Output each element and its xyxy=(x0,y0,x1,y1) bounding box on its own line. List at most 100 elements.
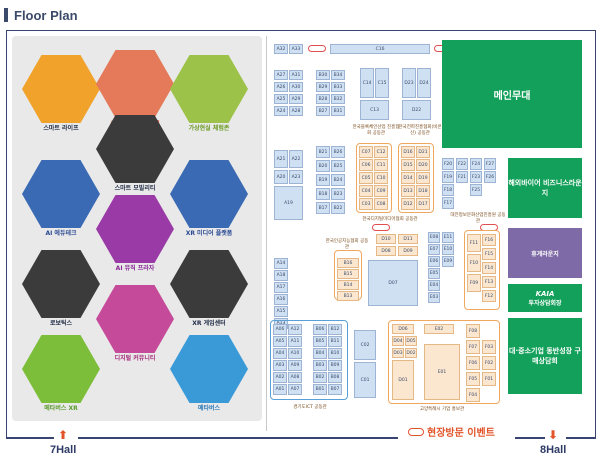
booth[interactable]: A32 xyxy=(274,44,288,54)
booth[interactable]: B09 xyxy=(328,360,342,371)
booth[interactable]: C11 xyxy=(374,159,388,171)
booth[interactable]: D10 xyxy=(376,234,396,244)
booth[interactable]: A15 xyxy=(274,306,288,317)
booth[interactable]: D23 xyxy=(402,68,416,98)
booth[interactable]: B02 xyxy=(313,372,327,383)
booth[interactable]: D11 xyxy=(398,234,418,244)
booth[interactable]: A07 xyxy=(288,384,302,395)
booth[interactable]: D05 xyxy=(405,336,417,346)
booth[interactable]: B14 xyxy=(337,280,359,290)
booth[interactable]: F08 xyxy=(466,324,480,338)
booth[interactable]: A02 xyxy=(273,372,287,383)
onsite-event-label[interactable]: 현장방문 이벤트 xyxy=(408,424,495,439)
booth[interactable]: E01 xyxy=(424,344,460,400)
booth[interactable]: E10 xyxy=(442,244,454,255)
zone-hex[interactable] xyxy=(170,335,248,403)
booth[interactable]: A14 xyxy=(274,258,288,269)
zone-hex[interactable] xyxy=(22,250,100,318)
main-stage-block[interactable]: 메인무대 xyxy=(442,40,582,148)
booth[interactable]: F04 xyxy=(466,388,480,402)
booth[interactable]: A09 xyxy=(288,360,302,371)
booth[interactable]: D08 xyxy=(376,246,396,256)
booth[interactable]: F07 xyxy=(466,340,480,354)
booth[interactable]: B03 xyxy=(313,360,327,371)
booth[interactable]: B24 xyxy=(331,174,345,186)
zone-hex[interactable] xyxy=(22,55,100,123)
booth[interactable]: C01 xyxy=(354,362,376,398)
booth[interactable]: B33 xyxy=(331,82,345,92)
buyer-lounge-block[interactable]: 해외바이어 비즈니스라운지 xyxy=(508,158,582,218)
booth[interactable]: A08 xyxy=(288,372,302,383)
booth[interactable]: D20 xyxy=(416,159,430,171)
booth[interactable]: F03 xyxy=(482,340,496,354)
booth[interactable]: F15 xyxy=(482,248,496,260)
booth[interactable]: B26 xyxy=(331,146,345,158)
booth[interactable]: B18 xyxy=(316,188,330,200)
booth[interactable]: F14 xyxy=(482,262,496,274)
booth[interactable]: A23 xyxy=(289,170,303,184)
booth[interactable]: A33 xyxy=(289,44,303,54)
booth[interactable]: E03 xyxy=(428,292,440,303)
booth[interactable]: E09 xyxy=(442,256,454,267)
booth[interactable]: C04 xyxy=(359,185,373,197)
booth[interactable]: F11 xyxy=(467,234,481,252)
booth[interactable]: B32 xyxy=(331,94,345,104)
booth[interactable]: B31 xyxy=(331,106,345,116)
booth[interactable]: C07 xyxy=(359,146,373,158)
booth[interactable]: B10 xyxy=(328,348,342,359)
booth[interactable]: A21 xyxy=(274,150,288,168)
booth[interactable]: B16 xyxy=(337,258,359,268)
booth[interactable]: F01 xyxy=(482,372,496,386)
booth[interactable]: B06 xyxy=(313,324,327,335)
booth[interactable]: F20 xyxy=(442,158,454,170)
booth[interactable]: E04 xyxy=(428,280,440,291)
booth[interactable]: F27 xyxy=(484,158,496,170)
booth[interactable]: B34 xyxy=(331,70,345,80)
booth[interactable]: F02 xyxy=(482,356,496,370)
booth[interactable]: B25 xyxy=(331,160,345,172)
booth[interactable]: B11 xyxy=(328,336,342,347)
booth[interactable]: D06 xyxy=(392,324,414,334)
booth[interactable]: E06 xyxy=(428,256,440,267)
booth[interactable]: D14 xyxy=(401,172,415,184)
booth[interactable]: A16 xyxy=(274,294,288,305)
booth[interactable]: B04 xyxy=(313,348,327,359)
booth[interactable]: A04 xyxy=(273,348,287,359)
booth[interactable]: A18 xyxy=(274,270,288,281)
zone-hex[interactable] xyxy=(170,250,248,318)
booth[interactable]: C02 xyxy=(354,330,376,360)
booth[interactable]: C14 xyxy=(360,68,374,98)
booth[interactable]: B07 xyxy=(328,384,342,395)
booth[interactable]: B15 xyxy=(337,269,359,279)
booth[interactable]: D04 xyxy=(392,336,404,346)
booth[interactable]: D02 xyxy=(405,348,417,358)
booth[interactable]: C06 xyxy=(359,159,373,171)
booth[interactable]: A11 xyxy=(288,336,302,347)
booth[interactable]: D12 xyxy=(401,198,415,210)
sme-consult-block[interactable]: 대·중소기업 동반성장 구매상담회 xyxy=(508,318,582,394)
booth[interactable]: F19 xyxy=(442,171,454,183)
booth[interactable]: B13 xyxy=(337,291,359,301)
booth[interactable]: D18 xyxy=(416,185,430,197)
booth[interactable]: D13 xyxy=(401,185,415,197)
rest-lounge-block[interactable]: 휴게라운지 xyxy=(508,228,582,278)
booth[interactable]: F18 xyxy=(442,184,454,196)
booth[interactable]: C10 xyxy=(374,172,388,184)
booth[interactable]: A20 xyxy=(274,170,288,184)
zone-hex[interactable] xyxy=(96,285,174,353)
booth[interactable]: D03 xyxy=(392,348,404,358)
booth[interactable]: B01 xyxy=(313,384,327,395)
booth[interactable]: A12 xyxy=(288,324,302,335)
booth[interactable]: E05 xyxy=(428,268,440,279)
booth[interactable]: B19 xyxy=(316,174,330,186)
booth[interactable]: F22 xyxy=(456,158,468,170)
booth[interactable]: F10 xyxy=(467,254,481,272)
booth[interactable]: C12 xyxy=(374,146,388,158)
booth[interactable]: D16 xyxy=(401,146,415,158)
booth[interactable]: B23 xyxy=(331,188,345,200)
booth[interactable]: C05 xyxy=(359,172,373,184)
investment-block[interactable]: KAIA 투자상담회장 xyxy=(508,284,582,312)
booth[interactable]: F24 xyxy=(470,158,482,170)
booth[interactable]: B08 xyxy=(328,372,342,383)
booth[interactable]: C09 xyxy=(374,185,388,197)
